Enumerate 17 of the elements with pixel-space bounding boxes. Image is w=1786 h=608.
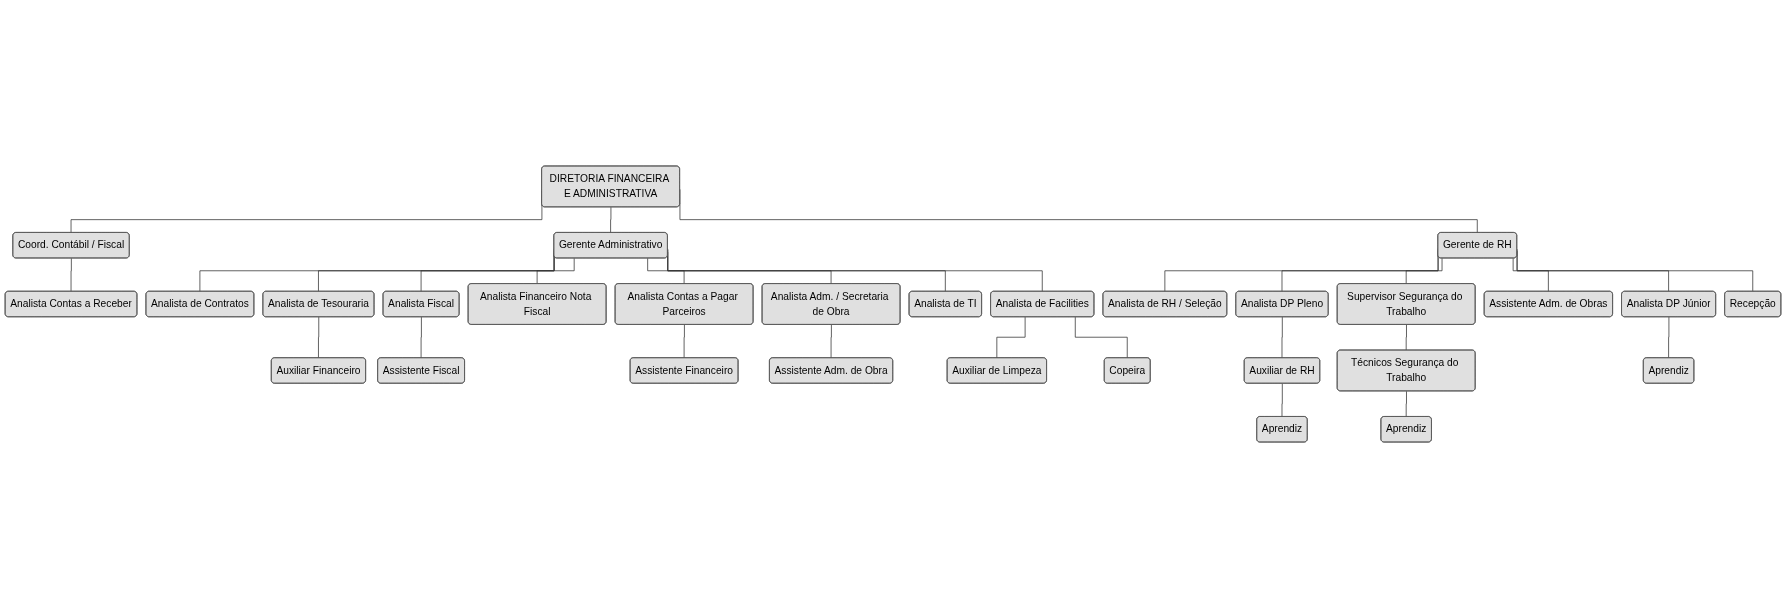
connector [1405, 390, 1407, 418]
connector [996, 316, 1026, 359]
connector [1512, 257, 1550, 292]
connector [1405, 324, 1407, 351]
connector [683, 324, 685, 359]
connector [536, 257, 575, 285]
connector [420, 316, 422, 359]
connector [647, 257, 685, 285]
connector [70, 257, 72, 292]
connector [1405, 257, 1443, 285]
connector [1668, 316, 1670, 359]
connector [610, 206, 612, 234]
connector [1074, 316, 1128, 359]
connector [1281, 316, 1283, 359]
connector [318, 316, 320, 359]
connector [1281, 383, 1283, 418]
connector [830, 324, 832, 359]
